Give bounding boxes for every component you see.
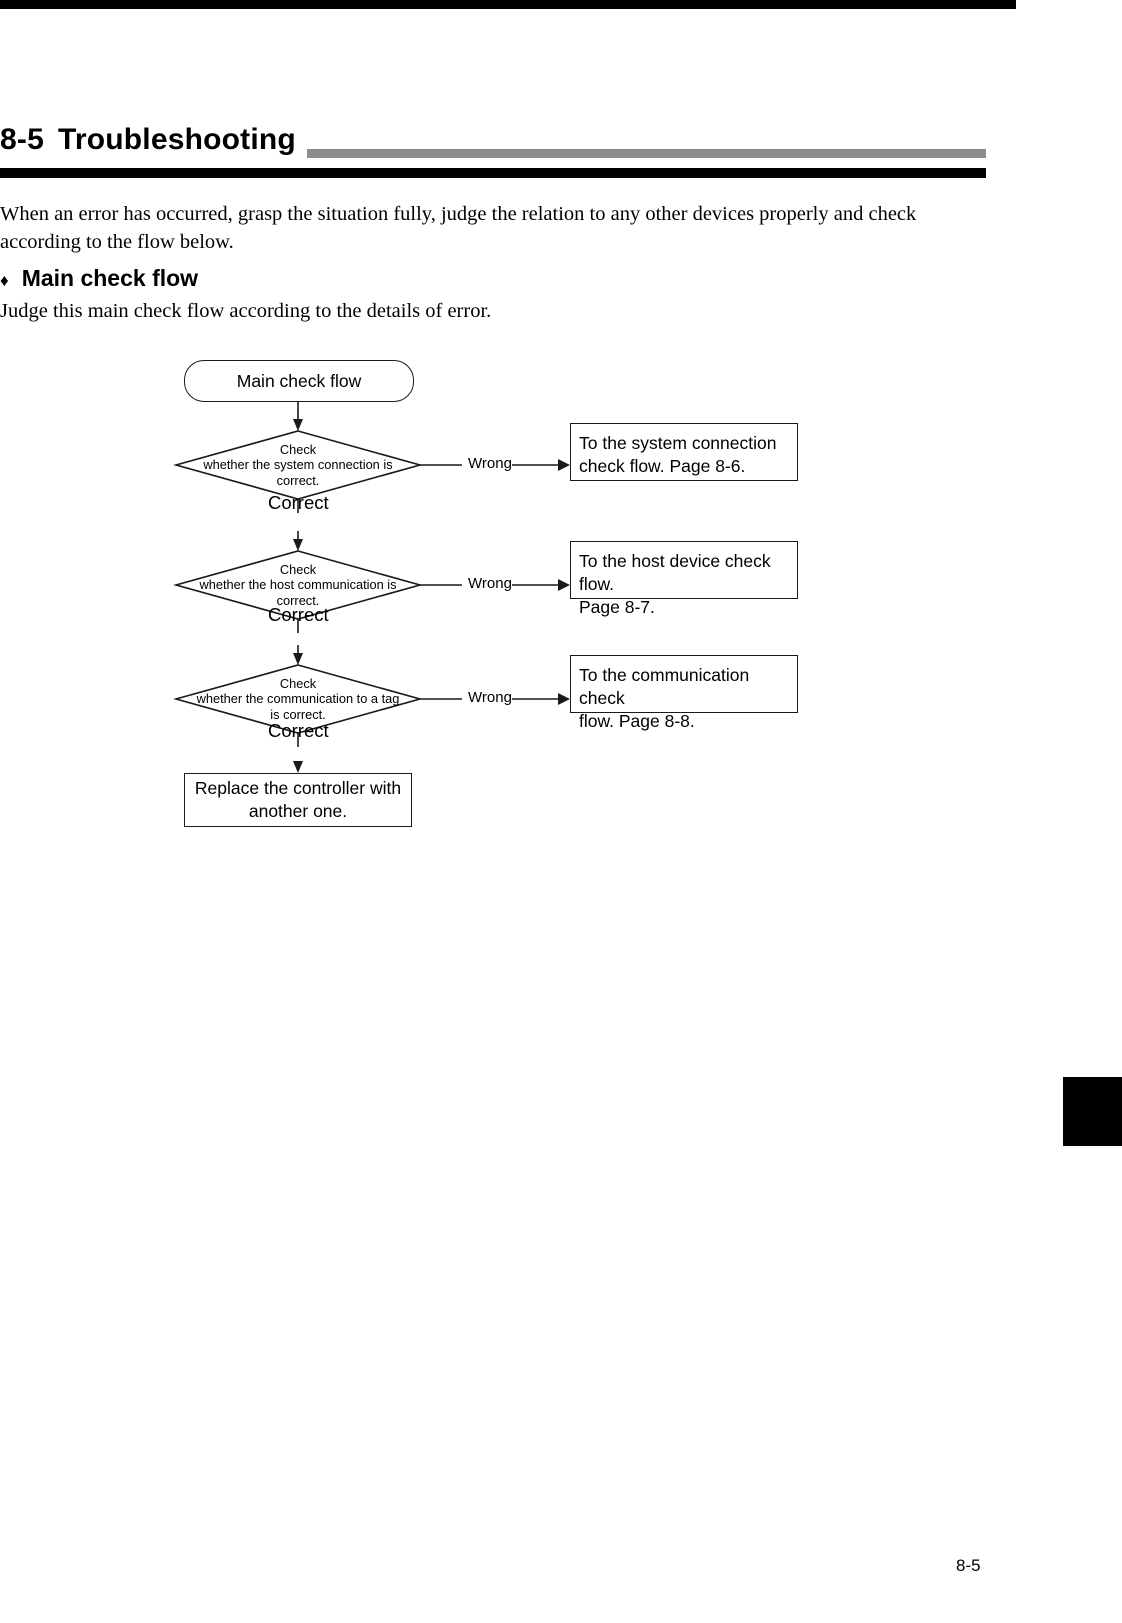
decision-3-line1: Check	[279, 675, 317, 691]
branch-label-correct-2: Correct	[268, 604, 329, 625]
section-title: Troubleshooting	[57, 123, 296, 156]
heading-gray-rule	[307, 149, 986, 158]
page-title: 8-5 Troubleshooting	[0, 123, 296, 157]
flow-decision-tag-communication: Check whether the communication to a tag…	[177, 665, 419, 733]
flow-start-label: Main check flow	[236, 370, 362, 391]
diamond-bullet-icon: ♦	[0, 271, 9, 290]
flow-end-node-replace-controller: Replace the controller with another one.	[184, 773, 412, 827]
branch-label-wrong-1: Wrong	[468, 455, 512, 472]
chapter-edge-tab	[1063, 1077, 1122, 1146]
intro-paragraph: When an error has occurred, grasp the si…	[0, 203, 917, 253]
flow-target-communication: To the communication check flow. Page 8-…	[570, 655, 798, 731]
decision-3-line2: whether the communication to a tag	[196, 691, 400, 707]
decision-2-line1: Check	[279, 561, 317, 577]
flow-decision-system-connection: Check whether the system connection is c…	[177, 431, 419, 499]
subsection-lead-paragraph: Judge this main check flow according to …	[0, 300, 492, 322]
decision-3-line3: is correct.	[270, 706, 326, 722]
branch-label-wrong-3: Wrong	[468, 689, 512, 706]
branch-label-correct-3: Correct	[268, 720, 329, 741]
flow-start-node: Main check flow	[184, 360, 414, 402]
branch-label-correct-1: Correct	[268, 492, 329, 513]
decision-1-line1: Check	[279, 441, 317, 457]
target-3-line1: To the communication check	[579, 665, 750, 708]
target-2-line1: To the host device check flow.	[579, 551, 771, 594]
decision-2-line3: correct.	[276, 592, 320, 608]
top-black-bleed-bar	[0, 0, 1016, 9]
subsection-heading: ♦ Main check flow	[0, 265, 198, 292]
target-3-line2: flow. Page 8-8.	[579, 711, 695, 731]
flow-target-host-device: To the host device check flow. Page 8-7.	[570, 541, 798, 617]
page-number: 8-5	[956, 1556, 981, 1575]
section-number: 8-5	[0, 123, 44, 156]
flow-target-system-connection: To the system connection check flow. Pag…	[570, 423, 798, 481]
main-check-flowchart: Main check flow Check whether the system…	[0, 345, 1020, 845]
flow-decision-host-communication: Check whether the host communication is …	[177, 551, 419, 619]
target-1-line1: To the system connection	[579, 433, 777, 453]
decision-1-line2: whether the system connection is	[203, 457, 393, 473]
end-node-line2: another one.	[248, 801, 348, 821]
decision-1-line3: correct.	[276, 472, 320, 488]
end-node-line1: Replace the controller with	[194, 778, 402, 798]
section-heading: 8-5 Troubleshooting	[0, 123, 986, 178]
flowchart-lines	[173, 400, 570, 773]
target-1-line2: check flow. Page 8-6.	[579, 456, 746, 476]
target-2-line2: Page 8-7.	[579, 597, 655, 617]
heading-black-rule	[0, 168, 986, 178]
decision-2-line2: whether the host communication is	[199, 577, 397, 593]
subsection-title: Main check flow	[21, 265, 199, 291]
branch-label-wrong-2: Wrong	[468, 575, 512, 592]
